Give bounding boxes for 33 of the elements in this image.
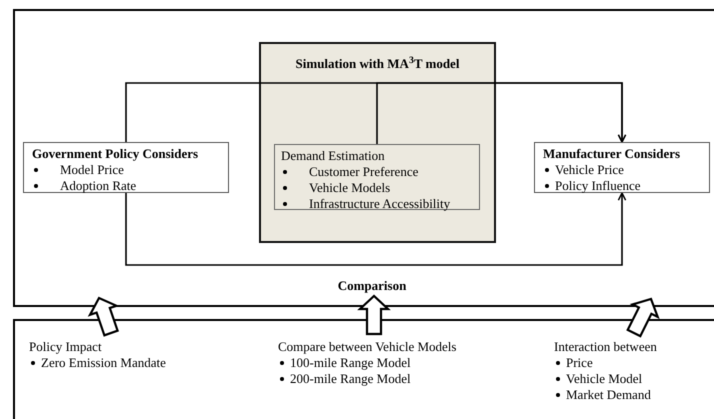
process-box (534, 142, 710, 193)
list-item: Customer Preference (308, 164, 418, 180)
box-heading: Demand Estimation (281, 148, 385, 164)
list-item: Zero Emission Mandate (40, 355, 166, 371)
connector-arrow (376, 82, 626, 144)
block-arrow (626, 298, 660, 338)
list-item: Adoption Rate (59, 178, 136, 194)
list-item: Price (565, 355, 593, 371)
process-box (23, 142, 229, 193)
group-heading: Compare between Vehicle Models (278, 339, 456, 355)
panel (13, 9, 714, 307)
list-item: Market Demand (565, 387, 651, 403)
list-item: Model Price (59, 162, 124, 178)
list-item: Vehicle Models (308, 180, 390, 196)
list-item: Policy Influence (554, 178, 641, 194)
group-heading: Policy Impact (29, 339, 102, 355)
box-title: Simulation with MA$^{3}$T model (294, 56, 460, 71)
simulation-box (259, 42, 496, 243)
list-item: 200-mile Range Model (289, 371, 411, 387)
box-heading: Manufacturer Considers (543, 146, 680, 162)
block-arrow (88, 296, 120, 337)
list-item: Vehicle Model (565, 371, 642, 387)
box-heading: Government Policy Considers (32, 146, 198, 162)
panel (13, 319, 714, 419)
text-group (278, 339, 456, 387)
list-item: 100-mile Range Model (289, 355, 411, 371)
comparison-label: Comparison (336, 278, 408, 293)
list-item: Infrastructure Accessibility (308, 196, 450, 212)
list-item: Vehicle Price (554, 162, 624, 178)
group-heading: Interaction between (554, 339, 657, 355)
process-box (274, 144, 480, 210)
connector-arrow (125, 192, 626, 266)
block-arrow (357, 294, 391, 336)
